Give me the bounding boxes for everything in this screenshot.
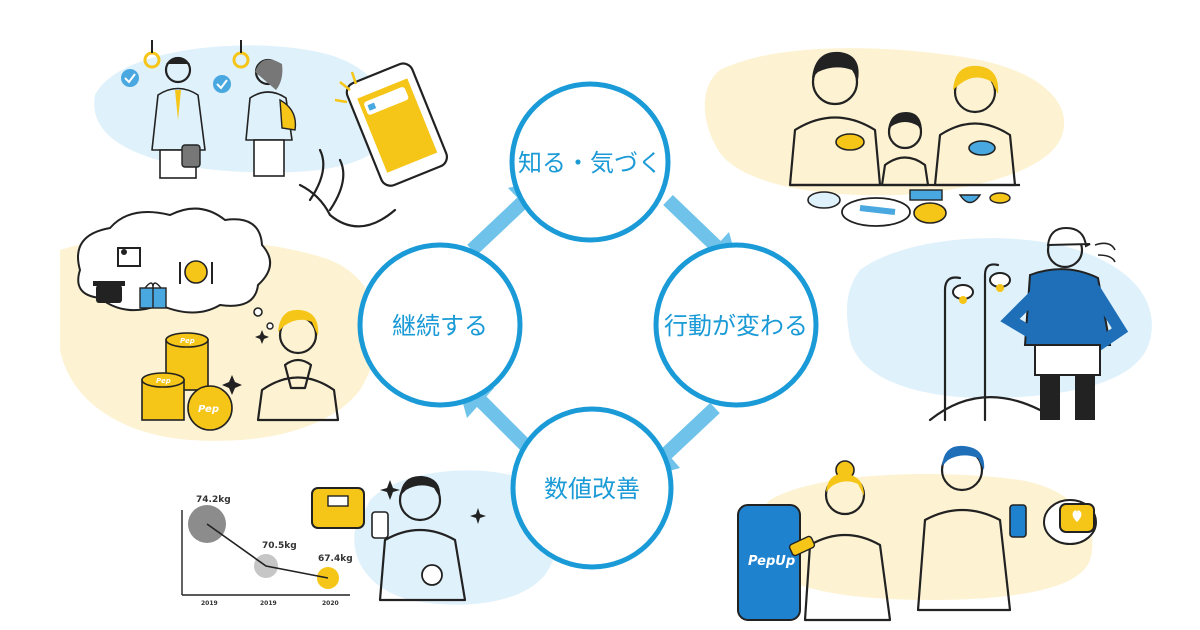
gift-icon — [139, 282, 167, 309]
checkmark-icon — [213, 75, 231, 93]
photo-frame-icon — [117, 247, 141, 267]
checkmark-icon — [121, 69, 139, 87]
cycle-step-label: 知る・気づく — [518, 149, 662, 177]
runner-illustration — [928, 226, 1129, 422]
pot-icon — [93, 281, 125, 303]
sparkle-icon — [380, 480, 486, 524]
cycle-step-label: 行動が変わる — [664, 312, 808, 340]
chart-year-label: 2019 — [201, 600, 218, 607]
chart-year-label: 2019 — [260, 600, 277, 607]
app-users-illustration: PepUp — [737, 445, 1097, 622]
chart-year-label: 2020 — [322, 600, 339, 607]
background-blobs — [60, 45, 1152, 605]
family-meal-illustration — [788, 51, 1020, 227]
cycle-step-improve: 数値改善 — [510, 406, 674, 570]
chart-value-label: 70.5kg — [262, 541, 297, 551]
app-logo: PepUp — [748, 554, 795, 569]
commuters-illustration — [121, 40, 449, 228]
chart-trend-line — [206, 523, 329, 579]
coin-label: Pep — [180, 337, 195, 345]
cycle-step-label: 継続する — [392, 312, 488, 340]
weight-chart: 74.2kg 70.5kg 67.4kg 2019 2019 2020 — [181, 495, 353, 607]
cycle-step-label: 数値改善 — [544, 475, 640, 503]
coin-stack: Pep Pep Pep — [141, 332, 233, 431]
plate-cutlery-icon — [179, 260, 213, 284]
sparkle-icon — [222, 330, 269, 395]
coin-label: Pep — [198, 404, 219, 415]
cycle-step-action: 行動が変わる — [653, 242, 819, 408]
coin-label: Pep — [156, 377, 171, 385]
scale-man-illustration — [311, 475, 486, 602]
cycle-step-know: 知る・気づく — [509, 81, 671, 243]
cycle-step-continue: 継続する — [357, 242, 523, 408]
chart-value-label: 67.4kg — [318, 554, 353, 564]
rewards-illustration: Pep Pep Pep — [77, 207, 340, 431]
heart-icon — [1072, 510, 1082, 522]
chart-value-label: 74.2kg — [196, 495, 231, 505]
